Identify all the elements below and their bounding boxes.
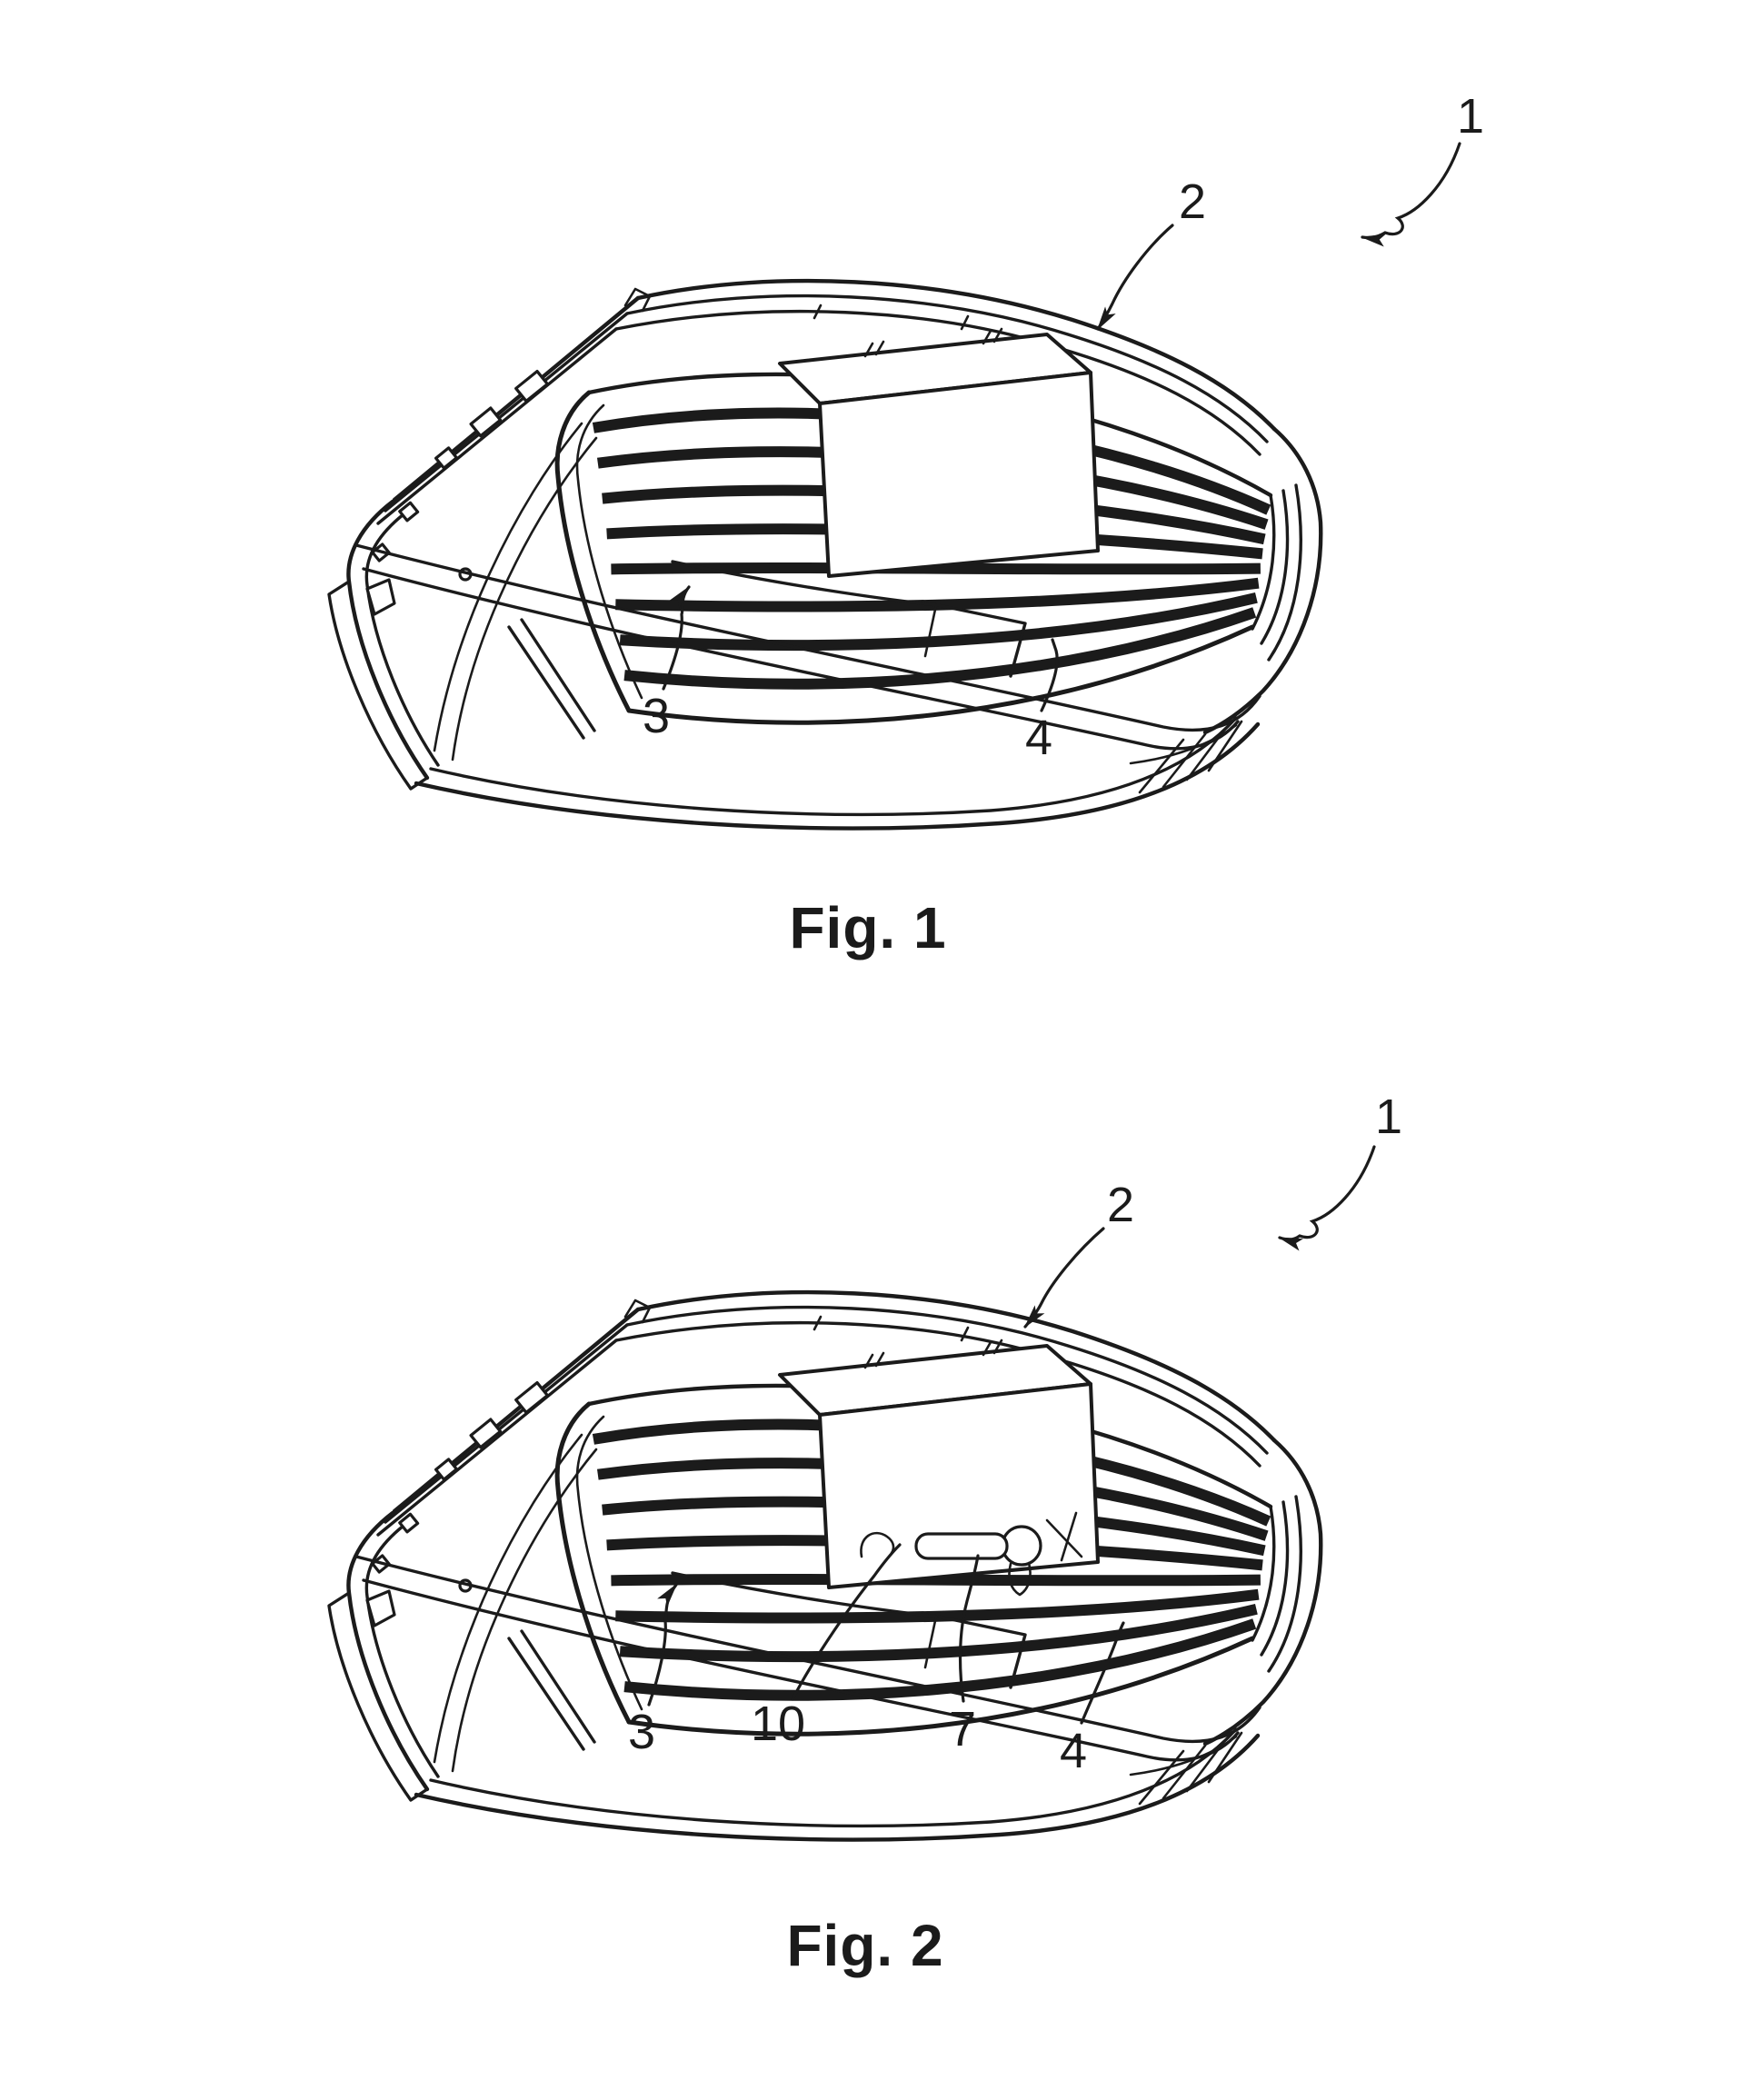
ref-label-1: 1 (1375, 1090, 1402, 1144)
marked-region-hook (860, 1531, 895, 1558)
ref-label-3: 3 (643, 689, 670, 743)
figure-2: 1 2 3 10 7 4 Fig. 2 (329, 1090, 1402, 1978)
tow-hook-cover (914, 1511, 1083, 1597)
leader-ref-2 (1023, 1227, 1105, 1329)
leader-ref-4 (1040, 638, 1059, 712)
leader-ref-3 (647, 1583, 678, 1707)
ref-label-2: 2 (1107, 1178, 1134, 1232)
ref-label-4: 4 (1025, 711, 1052, 765)
figure-2-bumper (329, 1292, 1321, 1839)
leader-ref-2 (1096, 224, 1174, 331)
figure-1-caption: Fig. 1 (789, 895, 946, 960)
figure-1: 1 2 3 4 Fig. 1 (329, 89, 1484, 960)
leader-ref-7 (958, 1554, 980, 1703)
ref-label-4: 4 (1060, 1724, 1087, 1778)
leader-ref-1 (1361, 142, 1461, 247)
ref-label-10: 10 (751, 1697, 805, 1751)
figure-2-bumper-group (329, 1292, 1321, 1839)
ref-label-2: 2 (1179, 174, 1206, 229)
figure-1-leader-lines (662, 142, 1461, 712)
leader-ref-1 (1278, 1145, 1376, 1251)
leader-ref-4 (1080, 1621, 1125, 1725)
figure-2-leader-lines (647, 1145, 1376, 1725)
ref-label-7: 7 (949, 1702, 976, 1757)
figure-1-bumper (329, 281, 1321, 828)
leader-ref-3 (662, 585, 691, 691)
ref-label-3: 3 (628, 1705, 655, 1759)
ref-label-1: 1 (1457, 89, 1484, 144)
leader-ref-10 (791, 1543, 902, 1701)
figure-2-caption: Fig. 2 (786, 1913, 943, 1978)
